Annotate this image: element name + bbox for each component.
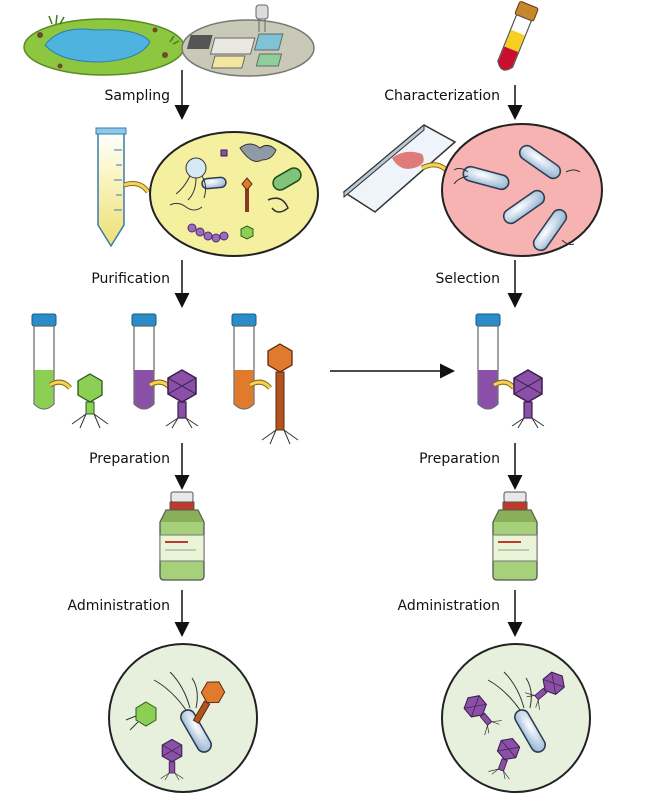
- phage-tube-green: [31, 313, 109, 429]
- phage-preparation-vial-left: [159, 491, 205, 581]
- environmental-sample-circle: [149, 131, 319, 257]
- phage-tube-orange: [231, 313, 299, 445]
- selected-phage-treatment-circle: [441, 643, 591, 793]
- step-label-characterization: Characterization: [384, 88, 500, 104]
- step-label-administration-right: Administration: [397, 598, 500, 614]
- step-label-selection: Selection: [435, 271, 500, 287]
- water-treatment-plant-illustration: [181, 4, 315, 77]
- sample-conical-tube: [95, 127, 151, 248]
- selected-phage-tube: [475, 313, 545, 429]
- step-label-preparation-left: Preparation: [89, 451, 170, 467]
- step-label-preparation-right: Preparation: [419, 451, 500, 467]
- step-label-administration-left: Administration: [67, 598, 170, 614]
- blood-sample-tube-illustration: [497, 1, 539, 71]
- phage-tube-purple: [131, 313, 199, 429]
- phage-cocktail-treatment-circle: [108, 643, 258, 793]
- microscope-slide: [342, 123, 457, 213]
- pond-illustration: [23, 14, 185, 76]
- patient-bacteria-circle: [441, 123, 603, 257]
- step-label-purification: Purification: [91, 271, 170, 287]
- step-label-sampling: Sampling: [104, 88, 170, 104]
- flow-arrows: [174, 70, 523, 637]
- phage-preparation-vial-right: [492, 491, 538, 581]
